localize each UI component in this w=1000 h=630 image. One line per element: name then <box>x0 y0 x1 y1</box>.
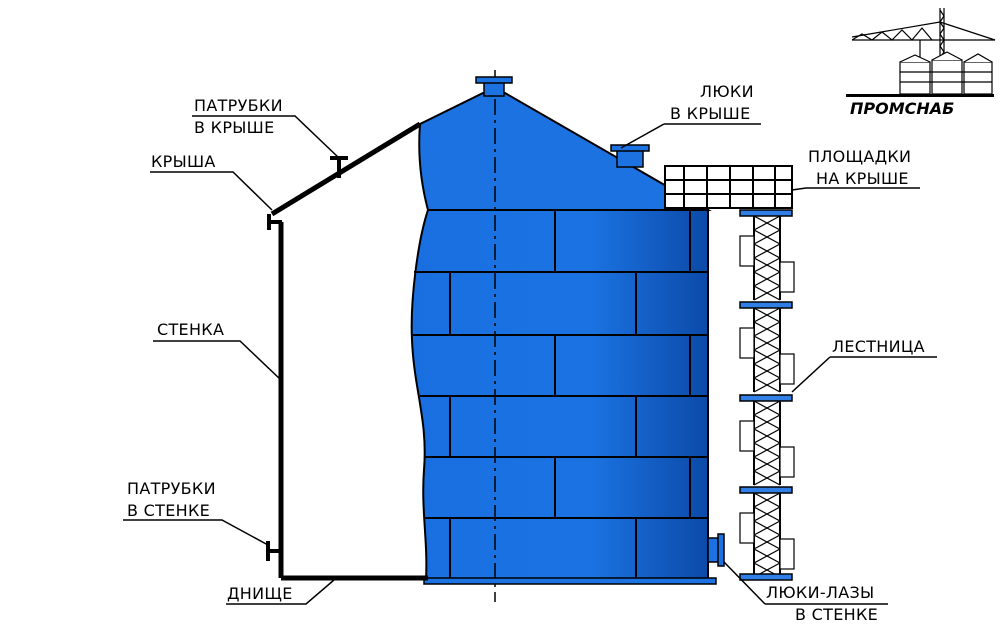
label-lyuki-krysha-1: ЛЮКИ <box>700 82 754 101</box>
tank-bottom <box>423 577 717 585</box>
label-krysha: КРЫША <box>151 152 216 171</box>
stair-segment <box>739 301 795 393</box>
label-dnishe: ДНИЩЕ <box>227 584 293 603</box>
label-patrubki-krysha-1: ПАТРУБКИ <box>194 96 283 115</box>
promsnab-logo: ПРОМСНАБ <box>846 8 996 118</box>
label-patrubki-stenka-1: ПАТРУБКИ <box>127 479 216 498</box>
roof-top-nozzle <box>475 76 513 97</box>
label-patrubki-stenka-2: В СТЕНКЕ <box>127 501 210 520</box>
roof-hatch <box>610 144 650 168</box>
leader-lines <box>123 115 937 605</box>
label-lyuki-lazy-2: В СТЕНКЕ <box>795 605 878 624</box>
stair-segments <box>739 209 795 581</box>
stair-segment <box>739 209 795 301</box>
label-ploshadki-2: НА КРЫШЕ <box>816 169 909 188</box>
label-lestnica: ЛЕСТНИЦА <box>832 337 925 356</box>
plate-joints <box>449 210 691 580</box>
stair-segment <box>739 486 795 578</box>
wall-courses <box>413 271 708 519</box>
section-outline <box>266 121 428 581</box>
roof-platform <box>664 165 793 209</box>
label-ploshadki-1: ПЛОЩАДКИ <box>808 147 911 166</box>
silos-icon <box>899 51 993 95</box>
stair-segment <box>739 394 795 486</box>
labels: ПАТРУБКИ В КРЫШЕ КРЫША СТЕНКА ПАТРУБКИ В… <box>127 82 925 624</box>
label-lyuki-krysha-2: В КРЫШЕ <box>670 104 751 123</box>
label-lyuki-lazy-1: ЛЮКИ-ЛАЗЫ <box>766 583 874 602</box>
stair-base <box>739 573 793 581</box>
crane-icon <box>851 8 996 60</box>
tank-body <box>410 70 725 602</box>
label-patrubki-krysha-2: В КРЫШЕ <box>194 118 275 137</box>
label-stenka: СТЕНКА <box>157 320 224 339</box>
wall-manhole <box>707 533 725 567</box>
logo-text: ПРОМСНАБ <box>850 99 954 118</box>
staircase <box>739 209 795 581</box>
